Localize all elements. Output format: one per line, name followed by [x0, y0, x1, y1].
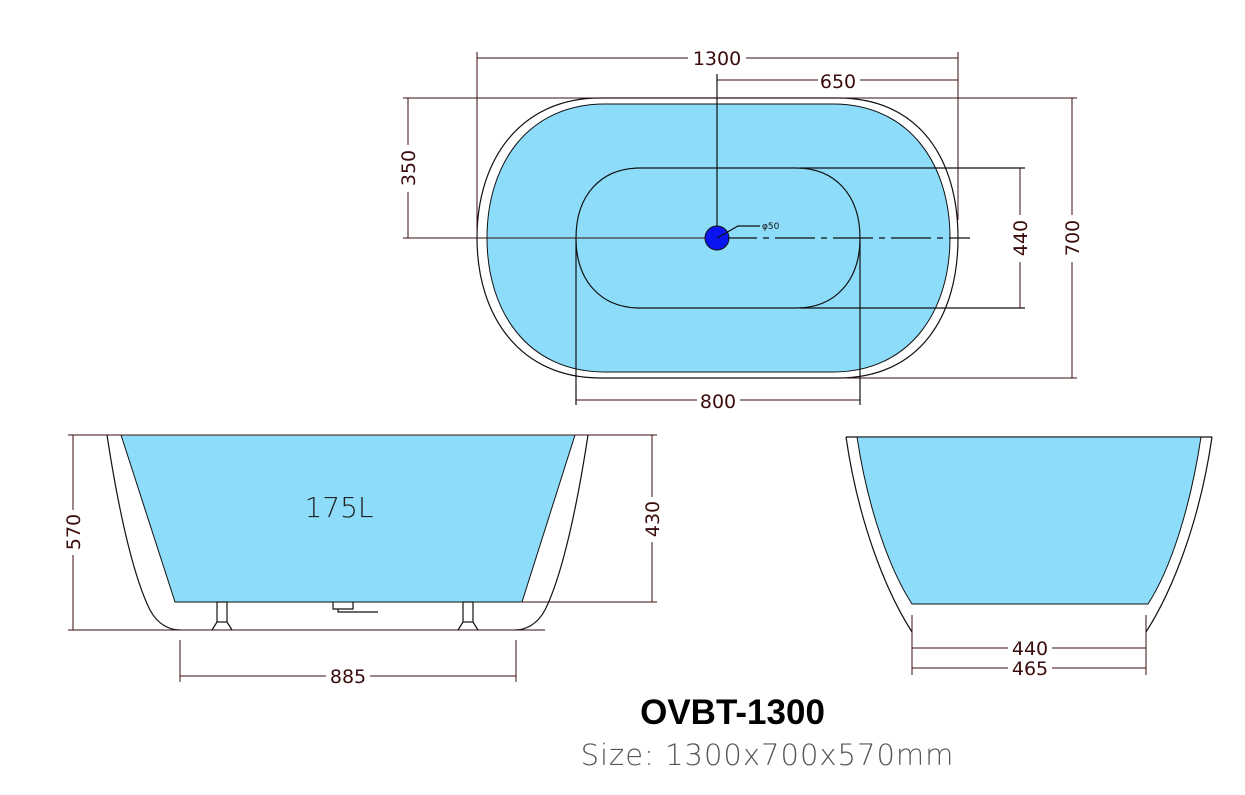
- volume-label: 175L: [304, 491, 373, 524]
- dim-inner-length: 800: [700, 391, 736, 413]
- dim-width: 700: [1062, 220, 1084, 256]
- dim-depth: 430: [642, 501, 664, 537]
- inner-floor: [575, 167, 861, 309]
- dim-height: 570: [63, 514, 85, 550]
- end-basin-fill: [856, 436, 1202, 605]
- end-view: 440 465: [845, 436, 1213, 680]
- dim-inner-base: 440: [1012, 638, 1048, 660]
- model-title: OVBT-1300: [640, 693, 825, 732]
- drain-label: φ50: [762, 222, 780, 232]
- dim-outer-base: 465: [1012, 658, 1048, 680]
- dim-length: 1300: [693, 48, 741, 70]
- dim-base: 885: [330, 666, 366, 688]
- top-view: 1300 650 350 700 440 800 φ50: [398, 48, 1084, 413]
- side-view: 175L 570 430 885: [63, 434, 664, 688]
- size-label: Size: 1300x700x570mm: [580, 738, 955, 772]
- dim-half-width: 350: [398, 150, 420, 186]
- dim-inner-width: 440: [1010, 220, 1032, 256]
- dim-half-length: 650: [820, 71, 856, 93]
